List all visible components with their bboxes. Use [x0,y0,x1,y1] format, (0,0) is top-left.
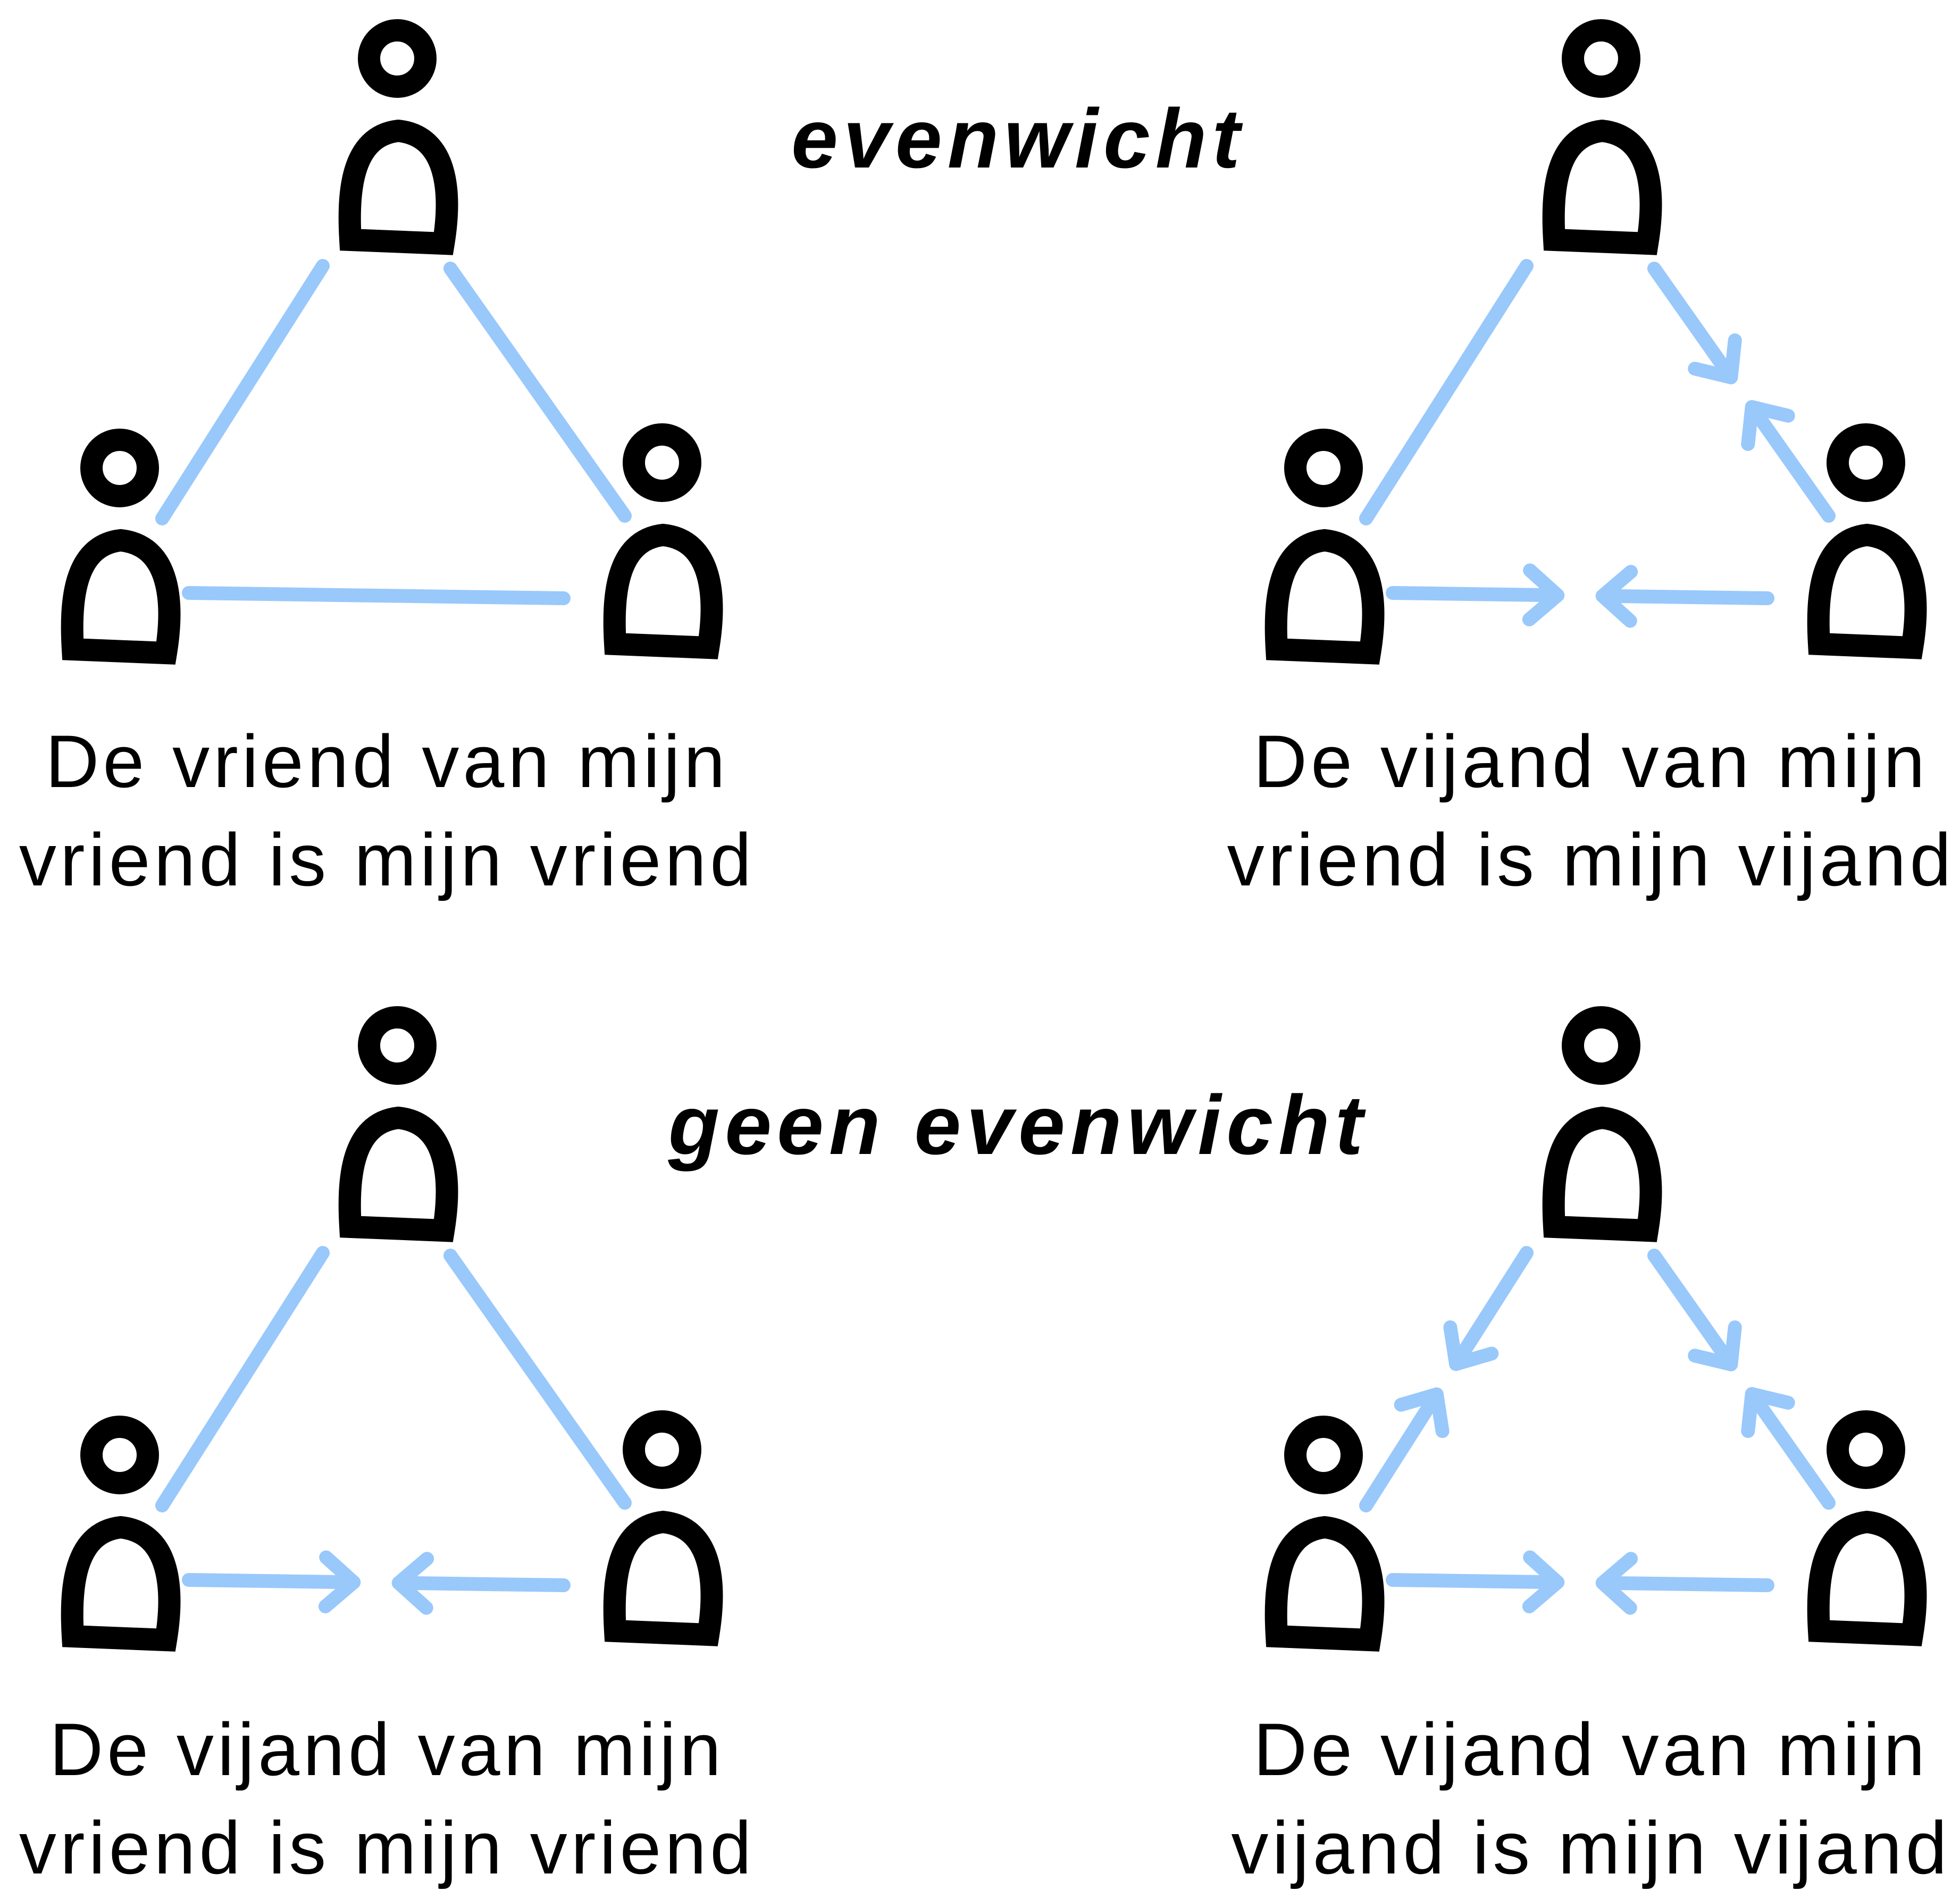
person-right [603,1410,723,1646]
person-top [1542,19,1662,255]
caption-line1: De vriend van mijn [45,720,728,803]
caption-line2: vriend is mijn vijand [1227,818,1955,901]
person-top [338,19,458,255]
enemy-arrow-line [1386,586,1565,603]
person-left [61,429,181,665]
friend-line [1359,259,1534,525]
panel-enemy-of-friend-enemy [1264,19,1927,665]
person-body [338,1106,458,1242]
friend-line [182,586,571,605]
enemy-arrowhead [1741,400,1795,451]
tie-top-right [443,1249,632,1510]
person-head [1284,429,1363,507]
person-body [1264,1516,1385,1652]
enemy-arrow-line [1386,1573,1565,1590]
person-head [1562,19,1640,98]
enemy-arrow-line [1595,589,1774,605]
person-body [338,119,458,255]
tie-bottom [182,1550,571,1615]
enemy-arrow-line [1745,400,1836,523]
caption-line2: vijand is mijn vijand [1231,1806,1950,1889]
caption-line1: De vijand van mijn [1253,720,1929,803]
enemy-arrow-line [1647,262,1738,384]
caption-line2: vriend is mijn vriend [19,1806,755,1889]
person-body [1264,529,1385,665]
enemy-arrowhead [1688,333,1742,384]
tie-top-right [1647,262,1836,523]
enemy-arrowhead [1595,565,1638,628]
enemy-arrow-line [182,1573,361,1590]
friend-line [155,259,330,525]
person-body [603,523,723,659]
enemy-arrow-line [391,1576,571,1592]
tie-bottom [1386,1550,1774,1615]
enemy-arrow-line [1595,1576,1774,1592]
person-body [1807,1510,1927,1646]
enemy-arrowhead [1595,1552,1638,1615]
enemy-arrowhead [1522,563,1565,626]
person-head [1827,423,1905,502]
person-top [1542,1006,1662,1242]
enemy-arrowhead [1522,1550,1565,1613]
person-right [1807,423,1927,659]
person-body [61,1516,181,1652]
enemy-arrowhead [1688,1320,1742,1371]
person-head [623,423,701,502]
enemy-arrowhead [1443,1320,1499,1371]
person-body [61,529,181,665]
tie-top-left [1359,259,1534,525]
heading-unbalanced: geen evenwicht [668,1078,1369,1172]
person-head [80,429,159,507]
person-head [358,1006,437,1085]
person-head [623,1410,701,1489]
enemy-arrowhead [1741,1387,1795,1438]
person-left [1264,429,1385,665]
tie-top-left [155,259,330,525]
person-body [1542,119,1662,255]
person-left [61,1416,181,1652]
person-head [358,19,437,98]
person-left [1264,1416,1385,1652]
tie-top-right [1647,1249,1836,1510]
enemy-arrowhead [318,1550,361,1613]
enemy-arrow-line [1359,1387,1444,1512]
panel-enemy-of-friend-friend [61,1006,723,1652]
panel-friend-of-friend [61,19,723,665]
tie-top-right [443,262,632,523]
caption-line1: De vijand van mijn [1253,1708,1929,1791]
person-body [1807,523,1927,659]
tie-bottom [1386,563,1774,628]
person-head [1284,1416,1363,1494]
friend-line [443,262,632,523]
tie-top-left [1359,1246,1534,1512]
person-right [603,423,723,659]
person-head [80,1416,159,1494]
enemy-arrowhead [391,1552,434,1615]
panel-enemy-of-enemy-enemy [1264,1006,1927,1652]
enemy-arrow-line [1449,1246,1534,1371]
caption-line2: vriend is mijn vriend [19,818,755,901]
friend-line [443,1249,632,1510]
person-head [1827,1410,1905,1489]
person-right [1807,1410,1927,1646]
enemy-arrowhead [1394,1387,1450,1438]
person-body [603,1510,723,1646]
friend-line [155,1246,330,1512]
enemy-arrow-line [1647,1249,1738,1371]
enemy-arrow-line [1745,1387,1836,1510]
person-body [1542,1106,1662,1242]
person-head [1562,1006,1640,1085]
tie-top-left [155,1246,330,1512]
person-top [338,1006,458,1242]
caption-line1: De vijand van mijn [49,1708,725,1791]
heading-balanced: evenwicht [791,92,1245,186]
tie-bottom [182,586,571,605]
